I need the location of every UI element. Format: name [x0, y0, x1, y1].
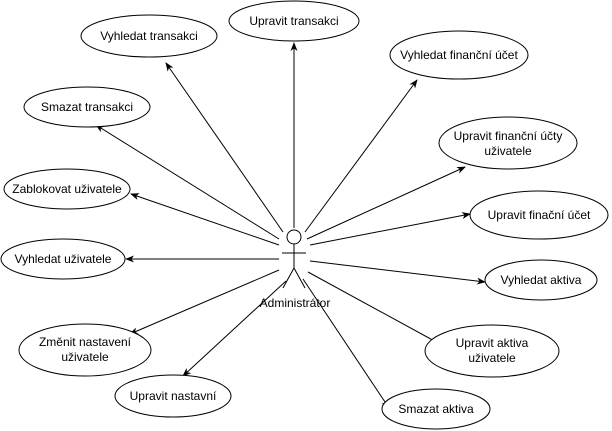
use-case-label: Změnit nastavení: [39, 335, 132, 349]
use-case-zablokovat-uzivatele[interactable]: Zablokovat uživatele: [3, 168, 131, 210]
use-case-smazat-aktiva[interactable]: Smazat aktiva: [381, 388, 491, 430]
use-case-ellipse: [228, 0, 360, 42]
use-case-label: Vyhledat uživatele: [15, 252, 112, 266]
use-case-vyhledat-aktiva[interactable]: Vyhledat aktiva: [484, 259, 598, 301]
use-case-zmenit-nastaveni[interactable]: Změnit nastavení uživatele: [18, 323, 152, 377]
associations: [95, 42, 486, 409]
use-case-ellipse: [80, 14, 218, 58]
use-case-ellipse: [381, 388, 491, 430]
association-zmenit-nastaveni: [129, 269, 280, 335]
use-case-ellipse: [18, 323, 152, 377]
actor-left-leg: [282, 267, 295, 289]
actor-administrator[interactable]: Administrátor: [260, 229, 331, 310]
actor-head: [286, 229, 302, 245]
use-case-label: Upravit transakci: [249, 14, 338, 28]
association-upravit-aktiva: [307, 271, 450, 350]
use-case-ellipse: [3, 168, 131, 210]
use-case-vyhledat-financni-ucet[interactable]: Vyhledat finanční účet: [389, 30, 529, 80]
use-case-ellipse: [424, 324, 560, 378]
use-case-ellipse: [0, 238, 126, 280]
association-upravit-financni-ucty: [306, 166, 466, 240]
use-case-label: Upravit aktiva: [456, 336, 529, 350]
use-case-ellipse: [389, 30, 529, 80]
use-case-ellipse: [469, 190, 609, 240]
use-case-label: Vyhledat aktiva: [501, 273, 582, 287]
association-smazat-aktiva: [302, 278, 390, 409]
use-case-label-line-2: uživatele: [468, 351, 516, 365]
use-case-ellipse: [23, 86, 151, 128]
use-case-label: Upravit finanční účty: [454, 129, 563, 143]
use-case-label: Vyhledat transakci: [100, 29, 198, 43]
association-vyhledat-transakci: [165, 62, 284, 233]
use-case-ellipse: [438, 116, 578, 170]
use-case-upravit-financni-ucty[interactable]: Upravit finanční účty uživatele: [438, 116, 578, 170]
use-case-upravit-nastavni[interactable]: Upravit nastavní: [114, 374, 232, 418]
use-case-upravit-financni-ucet[interactable]: Upravit finační účet: [469, 190, 609, 240]
use-case-label: Vyhledat finanční účet: [400, 48, 518, 62]
use-case-label: Upravit finační účet: [488, 208, 591, 222]
association-upravit-nastavni: [182, 280, 287, 377]
association-zablokovat-uzivatele: [130, 193, 280, 246]
use-case-label-line-2: uživatele: [61, 350, 109, 364]
actor-name: Administrátor: [260, 296, 331, 310]
use-case-label: Zablokovat uživatele: [12, 182, 122, 196]
use-case-smazat-transakci[interactable]: Smazat transakci: [23, 86, 151, 128]
use-case-label: Smazat aktiva: [398, 402, 474, 416]
use-case-label: Smazat transakci: [41, 100, 133, 114]
association-smazat-transakci: [95, 124, 280, 240]
use-case-upravit-aktiva[interactable]: Upravit aktiva uživatele: [424, 324, 560, 378]
use-case-vyhledat-uzivatele[interactable]: Vyhledat uživatele: [0, 238, 126, 280]
association-upravit-financni-ucet: [309, 212, 471, 246]
use-case-ellipse: [484, 259, 598, 301]
use-case-ellipse: [114, 374, 232, 418]
use-case-vyhledat-transakci[interactable]: Vyhledat transakci: [80, 14, 218, 58]
actor-right-leg: [293, 267, 306, 289]
association-vyhledat-aktiva: [309, 260, 486, 285]
use-case-label-line-2: uživatele: [484, 144, 532, 158]
use-case-upravit-transakci[interactable]: Upravit transakci: [228, 0, 360, 42]
association-vyhledat-financni-ucet: [304, 79, 418, 233]
use-case-label: Upravit nastavní: [130, 389, 217, 403]
